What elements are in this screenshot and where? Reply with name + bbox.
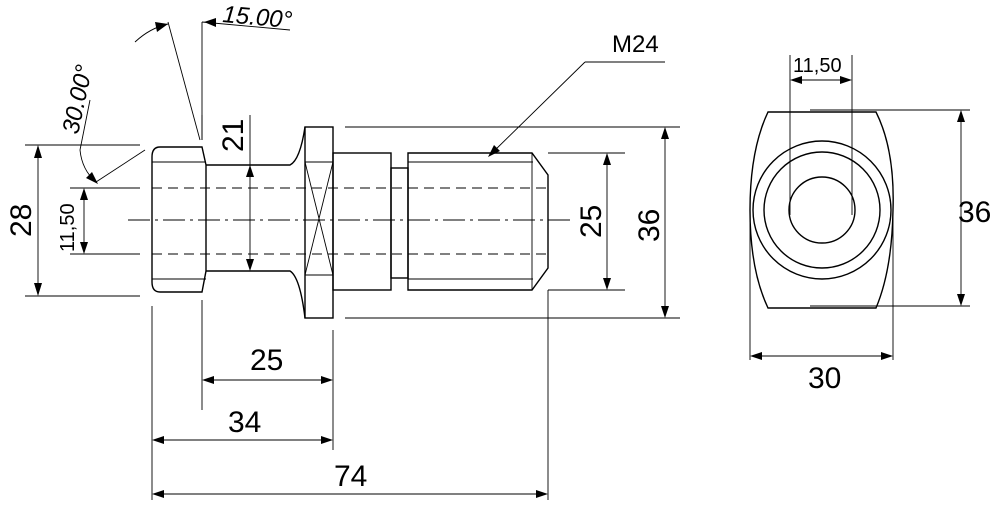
thread-outline <box>407 152 549 291</box>
angle-15-label: 15.00° <box>221 1 293 34</box>
dim-34-label: 34 <box>228 406 261 439</box>
flange <box>304 126 334 319</box>
side-view-labels: 15.00° 30.00° M24 28 11,50 21 25 36 25 3… <box>5 1 666 493</box>
dimension-lines <box>34 18 669 498</box>
extension-lines <box>25 115 680 500</box>
end-bore-label: 11,50 <box>793 55 842 77</box>
dim-21-label: 21 <box>217 119 250 152</box>
neck-outline <box>206 126 306 319</box>
flange-cross-2 <box>304 161 334 276</box>
dim-36-label: 36 <box>633 209 666 242</box>
dim-11-50-label: 11,50 <box>57 203 79 252</box>
relief-groove <box>390 167 409 279</box>
angle-30-label: 30.00° <box>57 62 98 136</box>
head-outline <box>151 146 207 293</box>
end-view-middle-circle <box>763 151 881 269</box>
end-height-label: 36 <box>958 196 991 229</box>
side-view <box>128 126 575 319</box>
dim-25-thread-label: 25 <box>575 205 608 238</box>
end-width-label: 30 <box>808 362 841 395</box>
end-view-bore-circle <box>788 176 856 244</box>
dim-74-label: 74 <box>334 460 367 493</box>
collar <box>332 152 392 291</box>
end-view-outer-circle <box>752 140 892 280</box>
dim-28-label: 28 <box>5 204 38 237</box>
dim-25-neck-label: 25 <box>250 344 283 377</box>
end-view: 11,50 36 30 <box>749 55 991 395</box>
thread-label: M24 <box>612 31 659 58</box>
end-view-outline <box>749 111 894 309</box>
